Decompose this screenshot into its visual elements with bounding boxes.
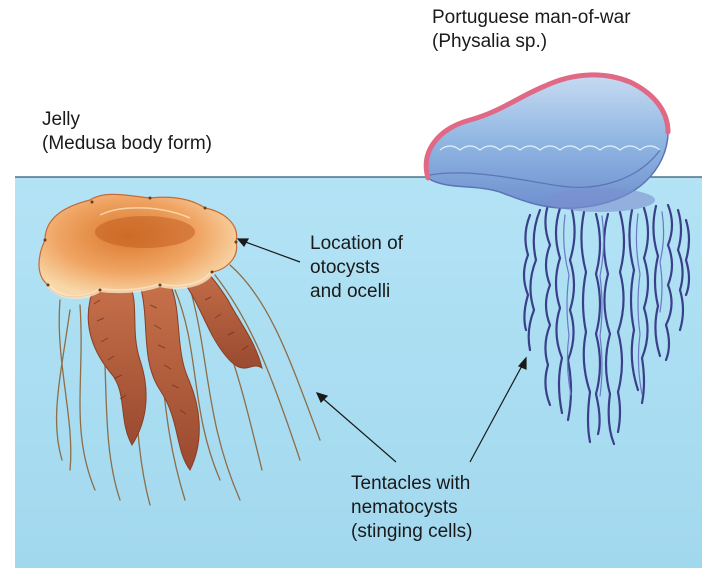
label-location-otocysts-ocelli: Location of otocysts and ocelli: [310, 232, 403, 304]
label-portuguese-man-of-war: Portuguese man-of-war (Physalia sp.): [432, 6, 631, 54]
label-man-of-war-line2: (Physalia sp.): [432, 30, 631, 54]
label-man-of-war-line1: Portuguese man-of-war: [432, 6, 631, 30]
label-location-line3: and ocelli: [310, 280, 403, 304]
label-location-line2: otocysts: [310, 256, 403, 280]
label-location-line1: Location of: [310, 232, 403, 256]
label-tentacles-nematocysts: Tentacles with nematocysts (stinging cel…: [351, 472, 472, 544]
label-jelly-line1: Jelly: [42, 108, 212, 132]
label-tentacles-line2: nematocysts: [351, 496, 472, 520]
label-tentacles-line1: Tentacles with: [351, 472, 472, 496]
label-jelly-line2: (Medusa body form): [42, 132, 212, 156]
label-jelly: Jelly (Medusa body form): [42, 108, 212, 156]
label-tentacles-line3: (stinging cells): [351, 520, 472, 544]
